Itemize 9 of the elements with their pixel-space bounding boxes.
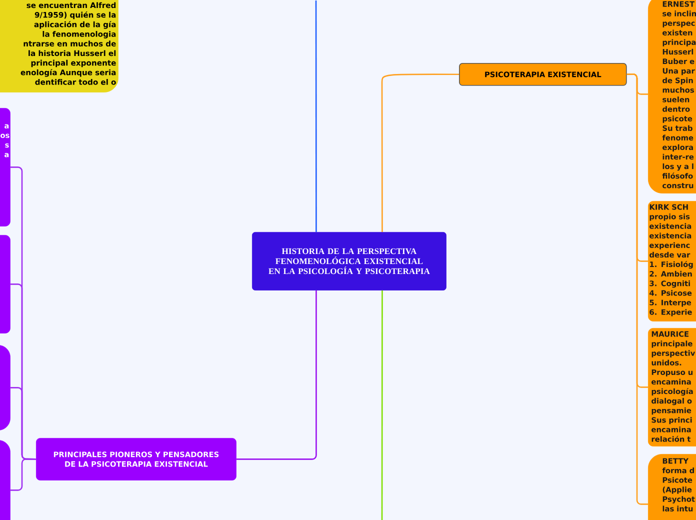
topic-box xyxy=(0,440,10,520)
topic-box xyxy=(0,345,10,430)
connector-line xyxy=(236,290,317,460)
connector-line xyxy=(315,0,317,232)
topic-box xyxy=(0,235,10,334)
connector-line xyxy=(381,290,383,520)
central-topic-box: HISTORIA DE LA PERSPECTIVA FENOMENOLÓGICA EXISTENCIAL EN LA PSICOLOGÍA Y PSICOTERAPIA xyxy=(252,232,446,290)
connector-line xyxy=(381,74,459,232)
connector-line xyxy=(10,458,36,491)
